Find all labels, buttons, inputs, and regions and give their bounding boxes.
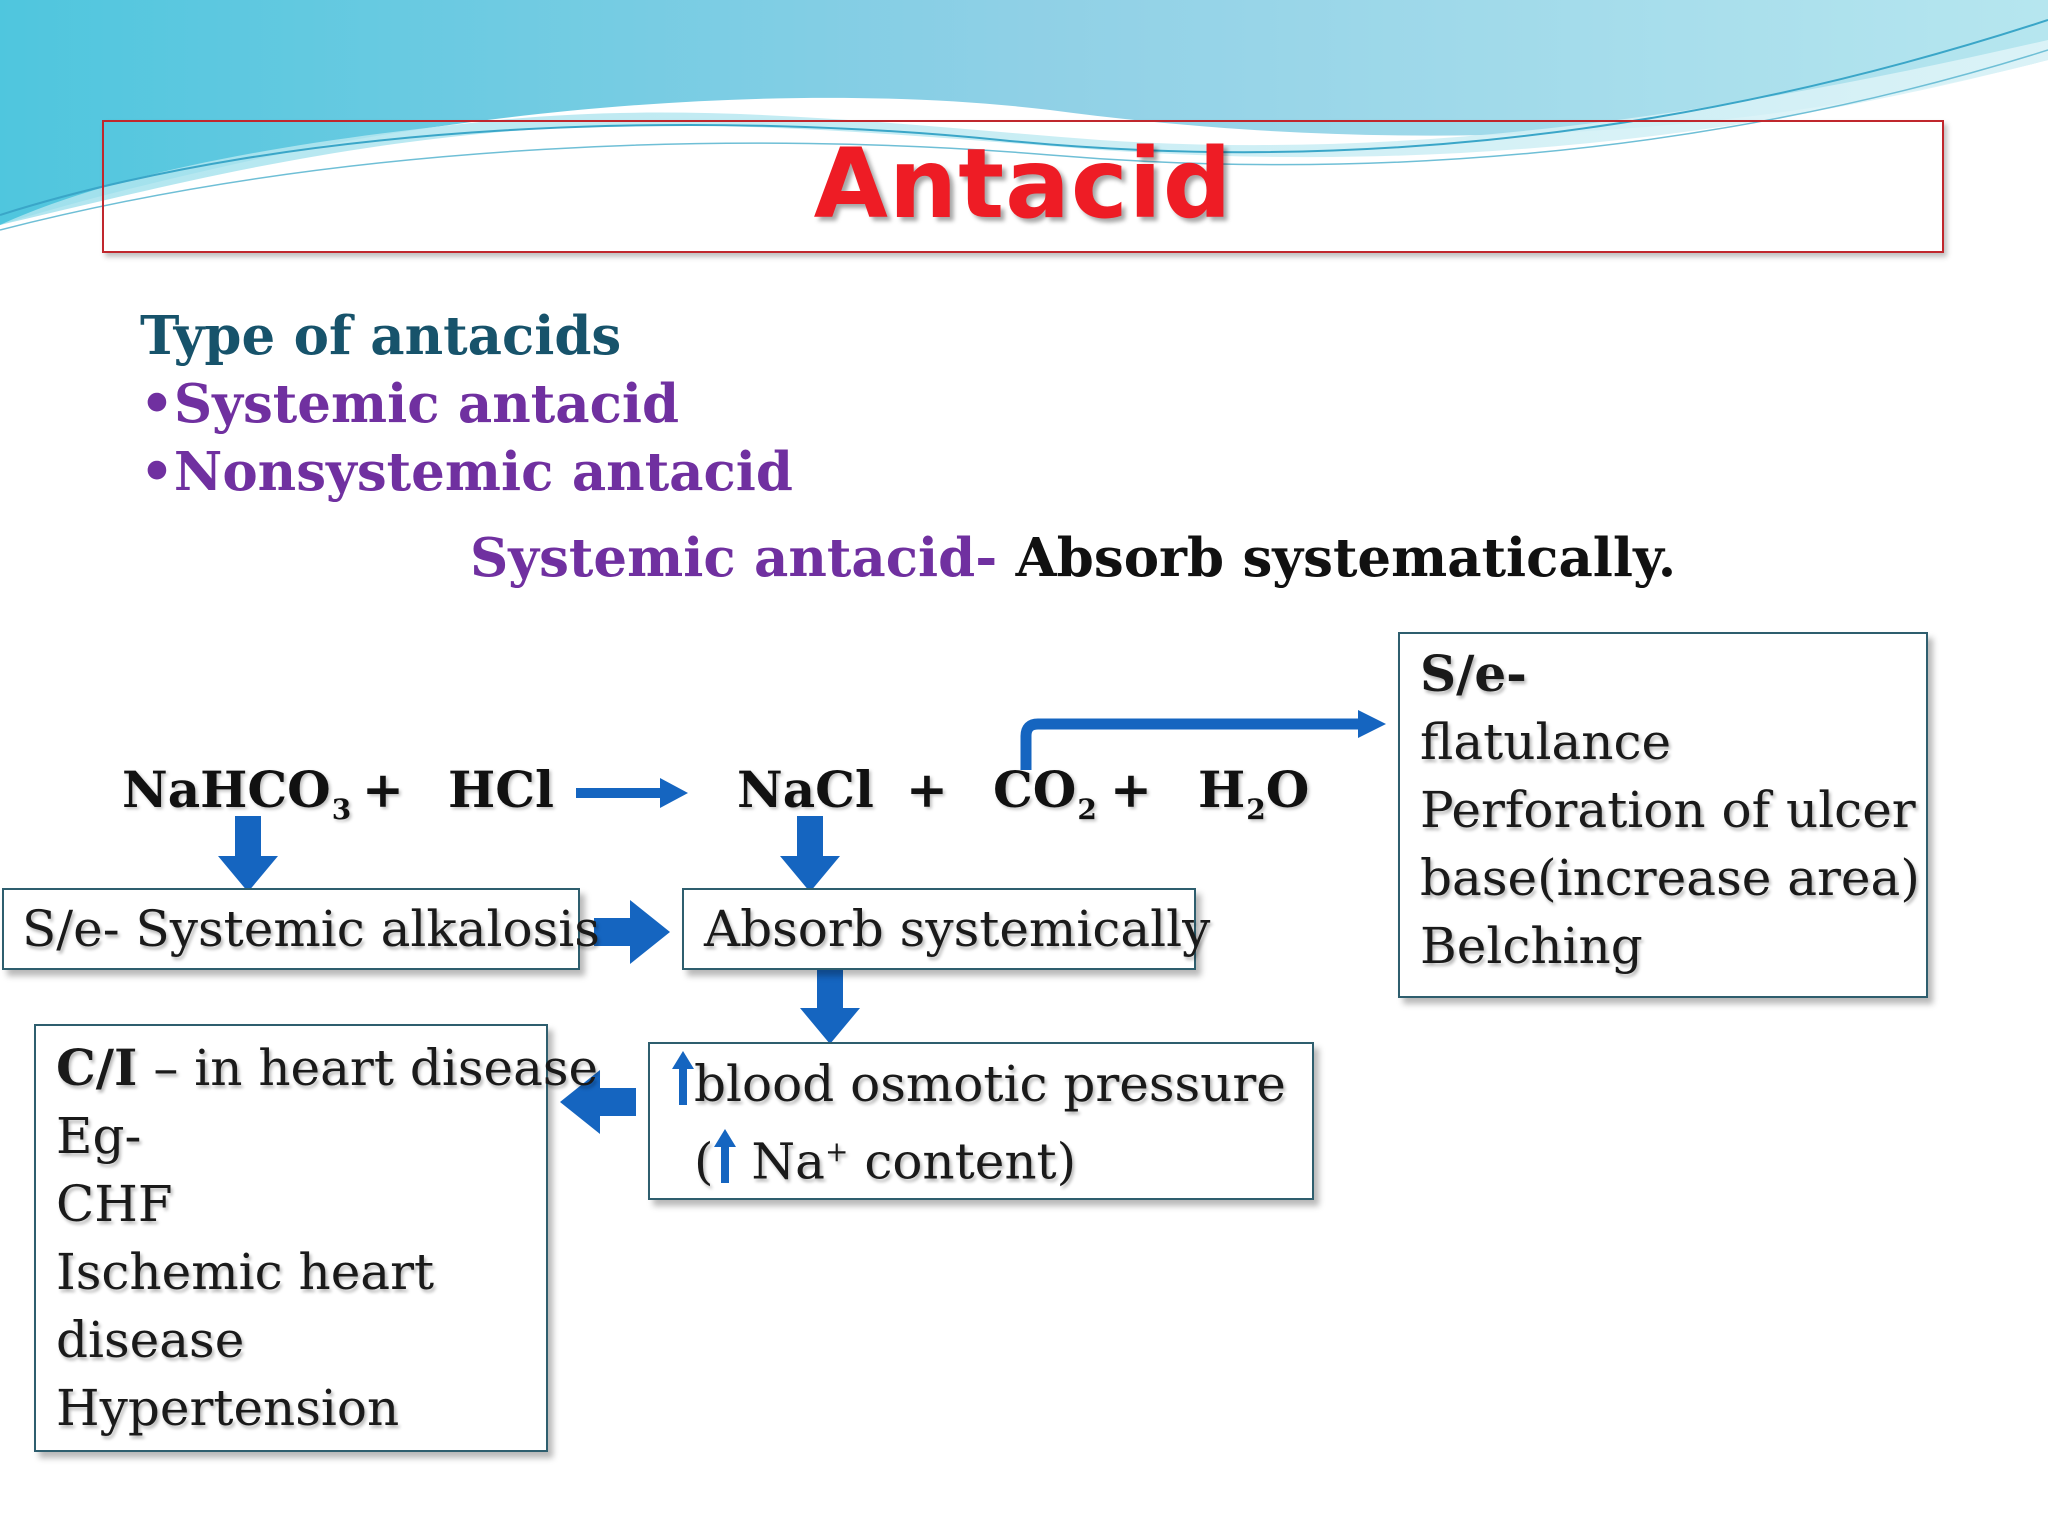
se-line: Perforation of ulcer [1420,781,1916,839]
slide-title: Antacid [813,128,1233,240]
se-line: base(increase area) [1420,849,1920,907]
absorb-box: Absorb systemically [682,888,1210,970]
se-heading: S/e- [1420,644,1527,703]
product-co2: CO2 [993,760,1097,826]
type-item-nonsystemic: •Nonsystemic antacid [140,441,793,503]
definition-text: Absorb systematically. [997,527,1677,589]
type-item-systemic: •Systemic antacid [140,373,680,435]
bent-arrow-icon [1020,710,1386,770]
down-arrow-icon [780,816,840,892]
absorb-text: Absorb systemically [704,900,1211,958]
alkalosis-box: S/e- Systemic alkalosis [2,888,600,970]
osmotic-line-2: ( Na+ content) [694,1118,1076,1196]
up-arrow-icon [672,1051,694,1105]
definition-line: Systemic antacid- Absorb systematically. [470,524,1676,592]
types-heading: Type of antacids [140,305,622,367]
osmotic-pressure-box: blood osmotic pressure ( Na+ content) [648,1042,1314,1200]
right-arrow-icon [594,900,670,964]
ci-line: Hypertension [56,1379,400,1437]
plus-sign-1: + [362,760,404,819]
ci-line: Eg- [56,1107,142,1165]
side-effects-box: S/e- flatulance Perforation of ulcer bas… [1398,632,1928,998]
product-h2o: H2O [1198,760,1310,826]
down-arrow-icon [218,816,278,892]
contraindication-box: C/I – in heart disease Eg- CHF Ischemic … [34,1024,598,1452]
plus-sign-2: + [906,760,948,819]
reaction-arrow-icon [576,778,688,808]
ci-line: Ischemic heart [56,1243,435,1301]
title-box: Antacid [102,120,1944,253]
definition-term: Systemic antacid- [470,527,998,589]
down-arrow-icon [800,970,860,1044]
ci-line: CHF [56,1175,173,1233]
plus-sign-3: + [1110,760,1152,819]
alkalosis-text: S/e- Systemic alkalosis [22,900,600,958]
reactant-hcl: HCl [448,760,555,819]
contraindication-text: C/I – in heart disease Eg- CHF Ischemic … [56,1034,598,1442]
up-arrow-icon [713,1128,736,1183]
reactant-nahco3: NaHCO3 [122,760,352,826]
se-line: flatulance [1420,713,1672,771]
product-nacl: NaCl [737,760,874,819]
left-arrow-icon [560,1070,636,1134]
side-effects-text: S/e- flatulance Perforation of ulcer bas… [1420,640,1920,980]
ci-heading: C/I – in heart disease [56,1038,599,1097]
se-line: Belching [1420,917,1643,975]
osmotic-line-1: blood osmotic pressure [672,1050,1286,1118]
ci-line: disease [56,1311,245,1369]
